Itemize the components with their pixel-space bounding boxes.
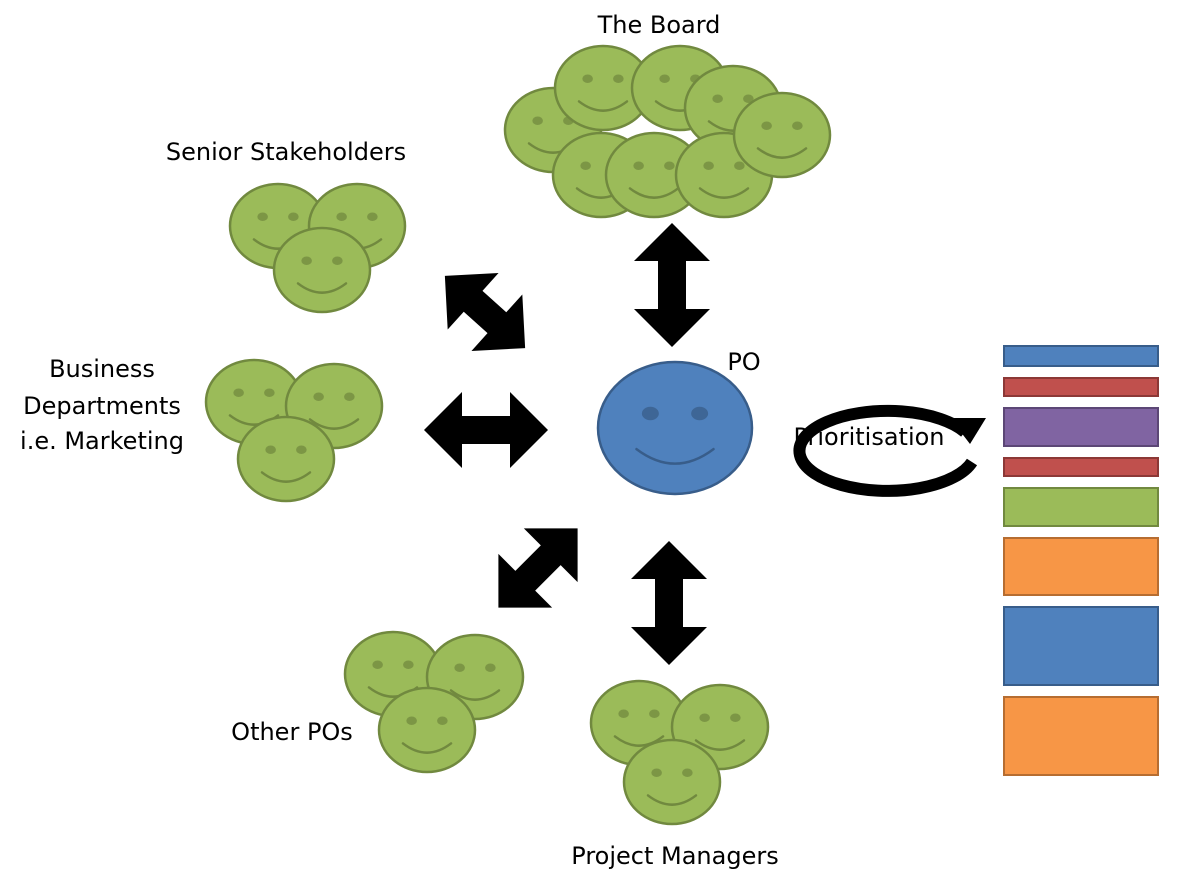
backlog-item [1003, 377, 1159, 397]
other-po-face [377, 686, 477, 774]
arrow-board-po [634, 223, 710, 347]
po-face [596, 360, 754, 496]
business-label-line3: i.e. Marketing [20, 427, 184, 455]
backlog-item [1003, 407, 1159, 447]
business-label-line1: Business [49, 355, 155, 383]
backlog-item [1003, 696, 1159, 776]
business-departments-group [204, 358, 384, 503]
project-manager-face [622, 738, 722, 826]
arrow-other-po [498, 528, 578, 608]
arrow-senior-po [444, 273, 526, 351]
business-label-line2: Departments [23, 392, 181, 420]
board-member-face [553, 44, 653, 132]
other-pos-label: Other POs [231, 718, 353, 746]
backlog-item [1003, 537, 1159, 596]
senior-stakeholder-face [272, 226, 372, 314]
backlog-item [1003, 487, 1159, 527]
arrow-business-po [424, 392, 548, 468]
other-pos-group [343, 630, 525, 774]
project-managers-group [589, 679, 770, 826]
po-label: PO [727, 348, 760, 376]
po-smiley-face [596, 360, 754, 496]
backlog-item [1003, 606, 1159, 686]
project-managers-label: Project Managers [571, 842, 778, 870]
senior-stakeholders-group [228, 182, 407, 314]
board-member-face [732, 91, 832, 179]
arrow-pm-po [631, 541, 707, 665]
board-label: The Board [597, 11, 721, 39]
arrows [424, 223, 710, 665]
senior-stakeholders-label: Senior Stakeholders [166, 138, 406, 166]
board-group [503, 44, 832, 219]
backlog-stack [1003, 345, 1159, 776]
cycle-arrow [793, 404, 986, 497]
business-department-face [236, 415, 336, 503]
prioritisation-label: Prioritisation [793, 423, 944, 451]
backlog-item [1003, 457, 1159, 477]
backlog-item [1003, 345, 1159, 367]
